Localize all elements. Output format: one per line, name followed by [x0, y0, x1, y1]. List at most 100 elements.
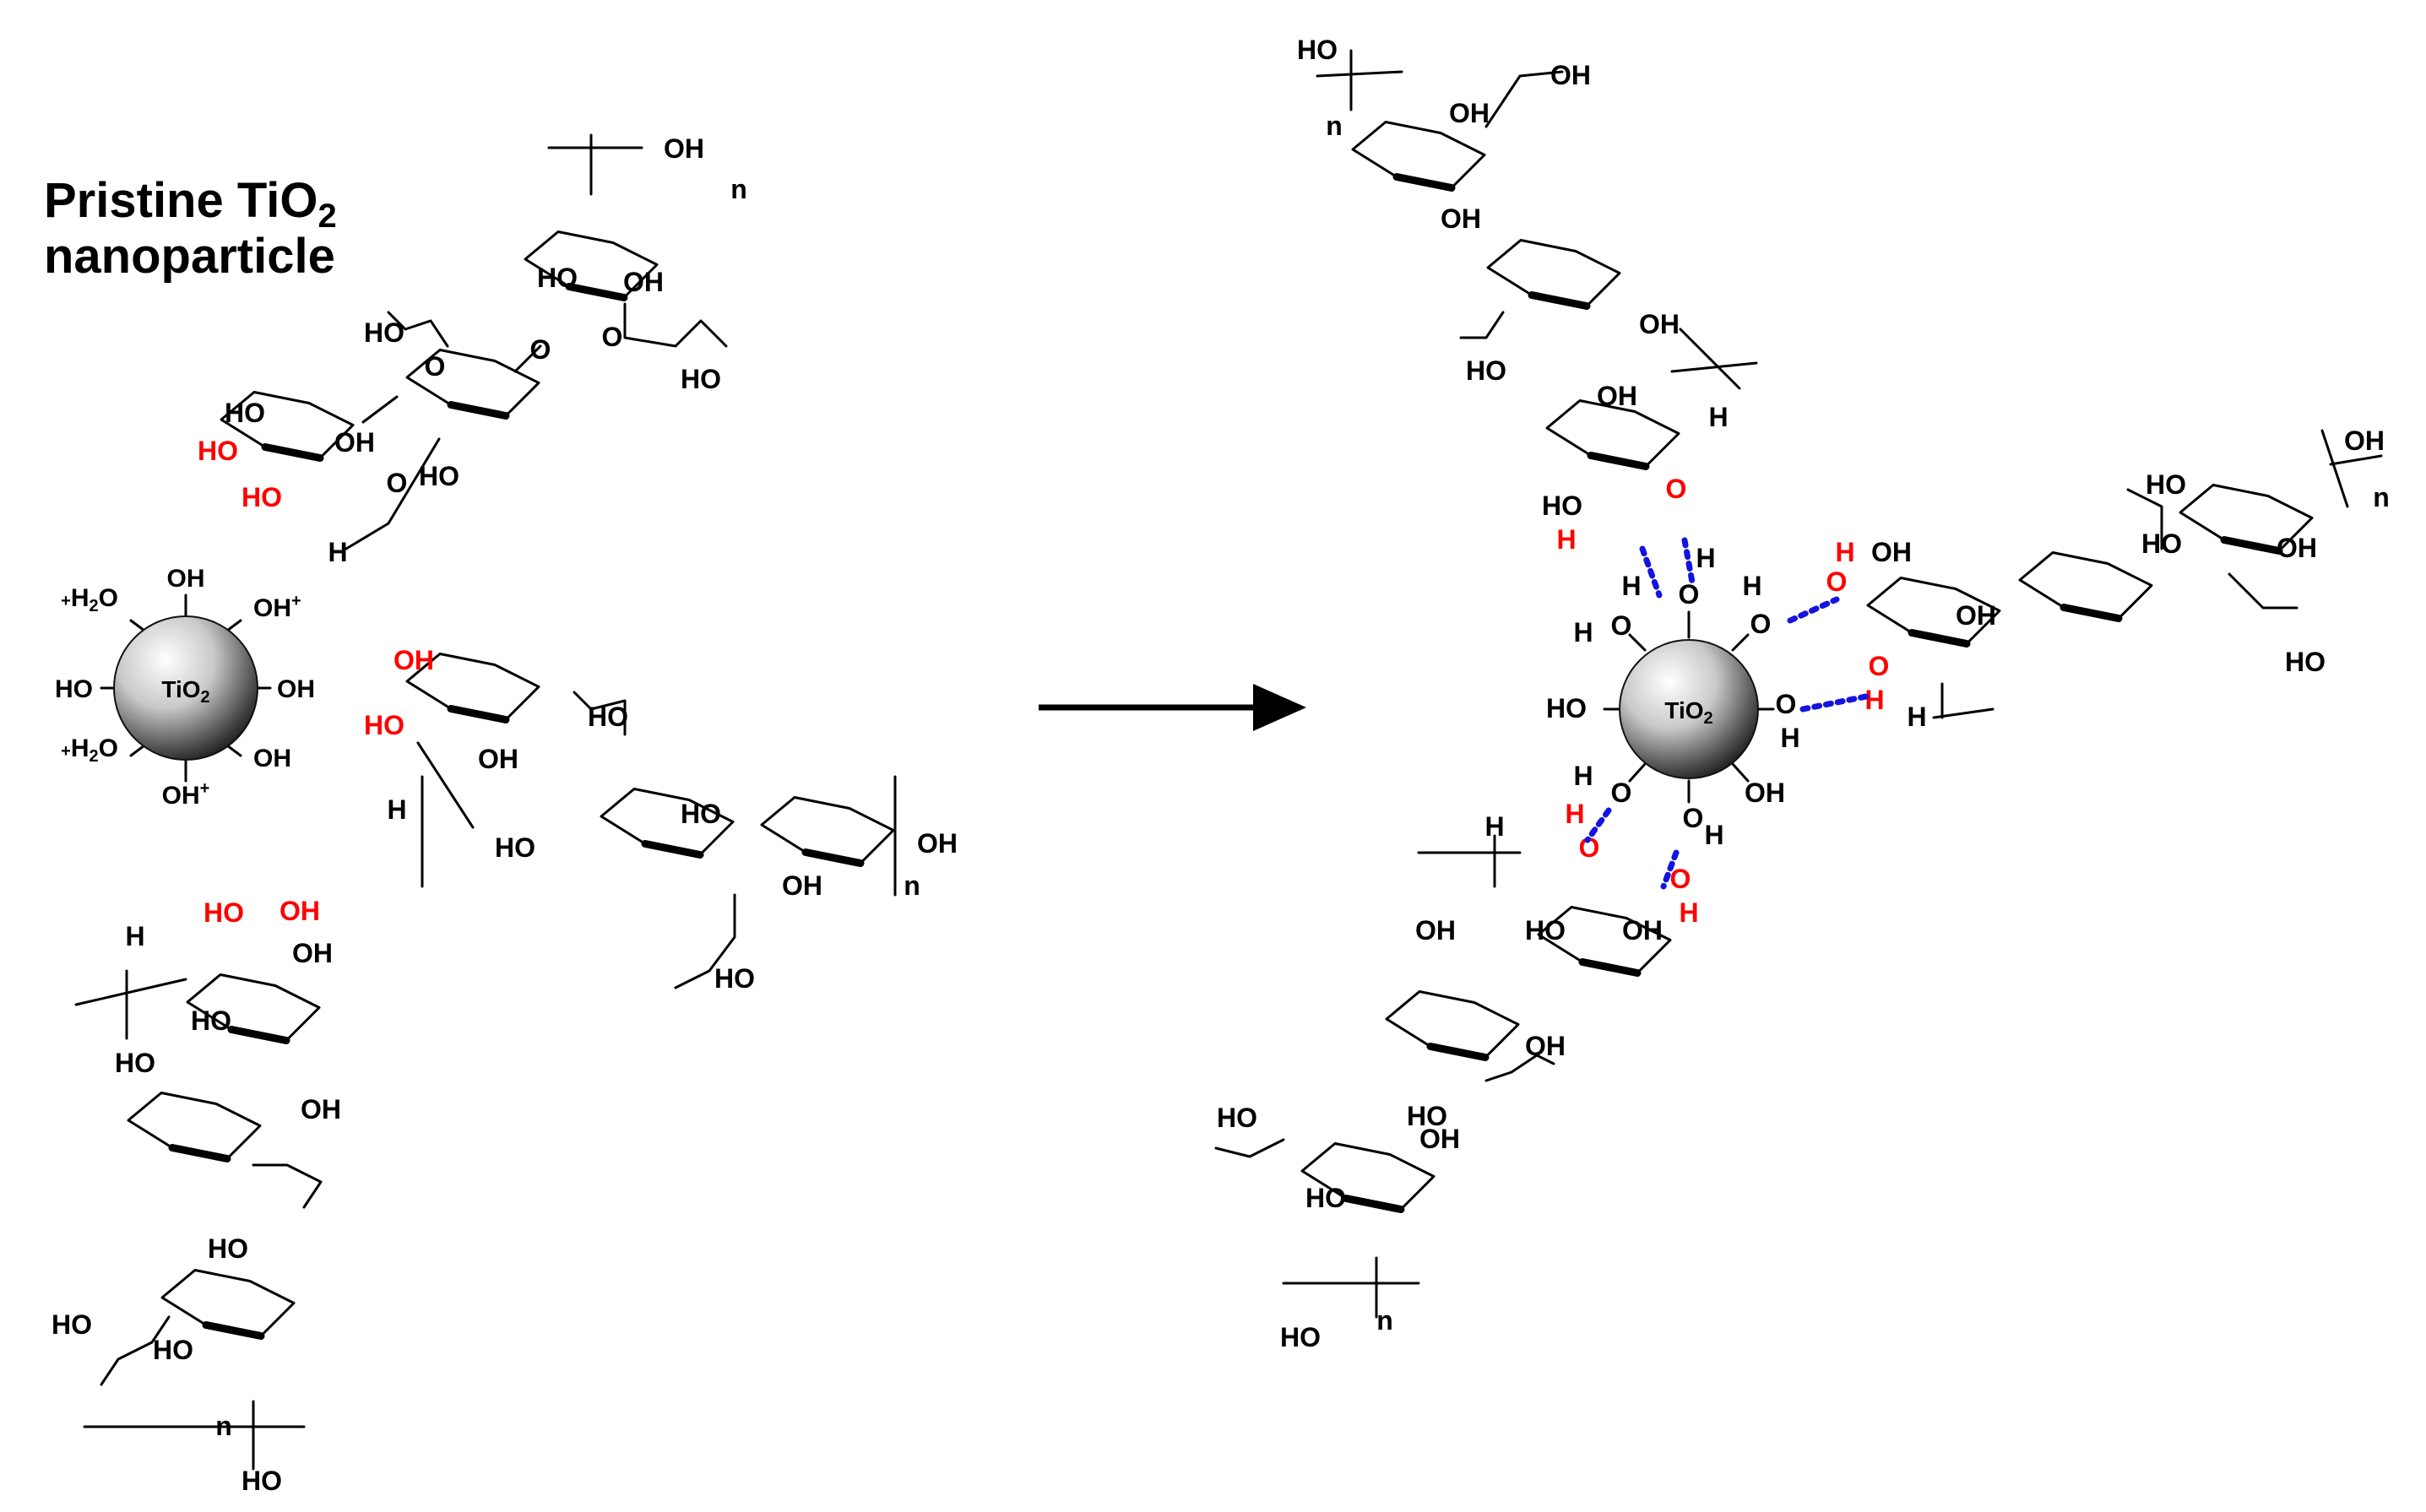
oh-label: OH: [1550, 60, 1591, 90]
o-label: O: [1611, 610, 1632, 641]
h-label: H: [1864, 685, 1884, 715]
wedge-bond: [801, 848, 865, 867]
oh-label: OH: [664, 133, 704, 164]
oh-label: OH: [1597, 381, 1637, 411]
h-label: H: [1679, 897, 1698, 928]
bonded-nanoparticle: TiO2: [1603, 610, 1775, 804]
h-label: H: [328, 537, 347, 567]
tio2-label-bonded: TiO2: [1664, 697, 1712, 728]
o-label: O: [530, 334, 551, 365]
ho-label: HO: [1217, 1103, 1257, 1133]
bond-line: [1282, 834, 1522, 1319]
o-label: O: [1670, 864, 1691, 894]
surface-group-label: OH+: [253, 592, 301, 622]
o-label: O: [1666, 474, 1687, 504]
h-label: H: [1573, 617, 1593, 648]
o-label: O: [1750, 609, 1772, 639]
wedge-bond: [1392, 173, 1456, 192]
bond-line: [2126, 488, 2298, 610]
bond-line: [1316, 49, 1758, 390]
h-label: H: [1484, 811, 1504, 842]
oh-label: OH: [301, 1094, 341, 1125]
ho-label: HO: [225, 398, 265, 428]
o-label: O: [1826, 566, 1848, 597]
h-label: H: [1835, 537, 1854, 567]
hydrogen-bond: [1681, 537, 1696, 590]
oh-label: OH: [478, 744, 518, 774]
wedge-bond: [1578, 958, 1642, 977]
ho-label: HO: [1407, 1101, 1447, 1131]
bond-line: [573, 691, 627, 736]
ho-label: HO: [242, 1466, 282, 1496]
title-line1: Pristine TiO: [44, 173, 318, 228]
ho-label: HO: [1466, 355, 1506, 386]
wedge-bond: [565, 283, 628, 301]
ho-label: HO: [364, 710, 404, 740]
o-label: O: [602, 322, 623, 352]
hydrogen-bond: [1799, 693, 1870, 713]
ho-label: HO: [198, 436, 238, 466]
wedge-bond: [1528, 291, 1591, 310]
bond-line: [100, 1163, 323, 1386]
h-label: H: [1708, 402, 1728, 432]
o-label: O: [1683, 803, 1704, 833]
oh-label: OH: [1415, 915, 1456, 946]
bond-line: [387, 311, 449, 348]
ho-label: HO: [1542, 490, 1582, 521]
h-label: H: [1556, 524, 1576, 555]
ho-label: HO: [52, 1309, 92, 1340]
oh-label: OH: [334, 427, 375, 458]
hydrogen-bonds: [1584, 537, 1870, 890]
ho-label: HO: [242, 482, 282, 512]
bond-line: [1459, 70, 1564, 339]
ho-label: HO: [153, 1335, 193, 1365]
ho-label: HO: [1305, 1183, 1346, 1213]
ho-label: HO: [1546, 693, 1587, 723]
oh-label: OH: [280, 896, 320, 926]
ho-label: HO: [537, 263, 578, 293]
ho-label: HO: [588, 702, 628, 732]
n-label: n: [904, 870, 920, 901]
ho-label: HO: [204, 897, 244, 928]
oh-label: OH: [1419, 1124, 1460, 1154]
n-label: n: [1326, 111, 1343, 141]
h-label: H: [1696, 543, 1715, 573]
oh-label: OH: [782, 870, 822, 901]
oh-label: OH: [1956, 600, 1996, 631]
wedge-bond: [1908, 629, 1971, 648]
hydrogen-bond: [1584, 807, 1612, 843]
oh-label: OH: [2344, 425, 2385, 456]
h-label: H: [1573, 761, 1593, 791]
surface-group-label: OH: [277, 675, 315, 703]
scheme-title: Pristine TiO2 nanoparticle: [44, 173, 337, 285]
ho-label: HO: [208, 1233, 248, 1264]
h-label: H: [1621, 571, 1641, 601]
n-label: n: [730, 174, 747, 204]
surface-group-label: +H2O: [61, 734, 118, 766]
wedge-bond: [2060, 604, 2123, 622]
surface-group-label: OH: [167, 565, 205, 593]
ho-label: HO: [191, 1005, 231, 1036]
o-label: O: [1611, 778, 1632, 808]
h-label: H: [1565, 799, 1584, 829]
ho-label: HO: [115, 1048, 155, 1078]
oh-label: OH: [292, 938, 333, 968]
n-label: n: [1376, 1305, 1393, 1336]
o-label: O: [1679, 579, 1700, 610]
surface-group-label: +H2O: [61, 584, 118, 615]
ho-label: HO: [681, 364, 721, 394]
oh-label: OH: [1441, 203, 1481, 234]
oh-label: OH: [1449, 98, 1490, 128]
ho-label: HO: [2285, 647, 2326, 677]
oh-label: OH: [1745, 778, 1785, 808]
wedge-bond: [1587, 452, 1650, 470]
wedge-bond: [168, 1144, 231, 1162]
h-label: H: [1742, 571, 1761, 601]
o-label: O: [1869, 651, 1890, 681]
bond-line: [623, 302, 728, 348]
surface-group-label: OH+: [162, 779, 210, 810]
ho-label: HO: [419, 461, 459, 491]
